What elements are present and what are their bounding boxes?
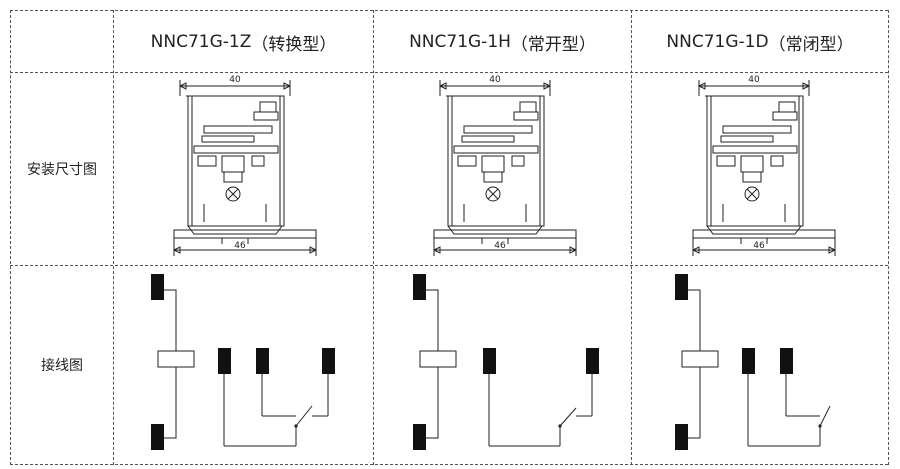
dimension-width-top: 40	[229, 75, 241, 85]
terminal-block	[413, 424, 426, 450]
install-drawing-3: 40 46	[683, 74, 843, 264]
table-column-divider	[373, 10, 374, 465]
terminal-block	[483, 348, 496, 374]
terminal-block	[151, 424, 164, 450]
dimension-width-bottom: 46	[753, 241, 765, 251]
header-model-3: NNC71G-1D（常闭型）	[632, 12, 888, 72]
table-border-right	[888, 10, 889, 465]
model-name: NNC71G-1Z	[150, 32, 252, 52]
terminal-block	[151, 274, 164, 300]
row-label-wiring: 接线图	[41, 358, 83, 374]
relay-outline-drawing	[173, 80, 317, 256]
wiring-diagram-normally-closed	[664, 266, 864, 463]
row-label-install: 安装尺寸图	[27, 162, 97, 178]
install-drawing-2: 40 46	[424, 74, 584, 264]
header-model-2: NNC71G-1H（常开型）	[374, 12, 631, 72]
terminal-block	[742, 348, 755, 374]
model-name: NNC71G-1H	[409, 32, 511, 52]
terminal-block	[780, 348, 793, 374]
table-border-top	[10, 10, 888, 11]
table-row-divider	[10, 265, 888, 266]
wiring-diagram-normally-open	[402, 266, 602, 463]
table-border-left	[10, 10, 11, 465]
model-name: NNC71G-1D	[666, 32, 769, 52]
install-drawing-1: 40 46	[164, 74, 324, 264]
table-border-bottom	[10, 464, 888, 465]
relay-outline-drawing	[692, 80, 836, 256]
relay-outline-drawing	[433, 80, 577, 256]
terminal-block	[675, 274, 688, 300]
terminal-block	[586, 348, 599, 374]
terminal-block	[256, 348, 269, 374]
table-column-divider	[631, 10, 632, 465]
dimension-width-top: 40	[489, 75, 501, 85]
model-type: （转换型）	[251, 34, 337, 55]
dimension-width-top: 40	[748, 75, 760, 85]
dimension-width-bottom: 46	[234, 241, 246, 251]
header-model-1: NNC71G-1Z（转换型）	[114, 12, 373, 72]
table-column-divider	[113, 10, 114, 465]
model-type: （常闭型）	[768, 34, 854, 55]
terminal-block	[675, 424, 688, 450]
table-row-divider	[10, 72, 888, 73]
terminal-block	[413, 274, 426, 300]
terminal-block	[322, 348, 335, 374]
wiring-diagram-changeover	[140, 266, 340, 463]
terminal-block	[218, 348, 231, 374]
model-type: （常开型）	[510, 34, 596, 55]
dimension-width-bottom: 46	[494, 241, 506, 251]
